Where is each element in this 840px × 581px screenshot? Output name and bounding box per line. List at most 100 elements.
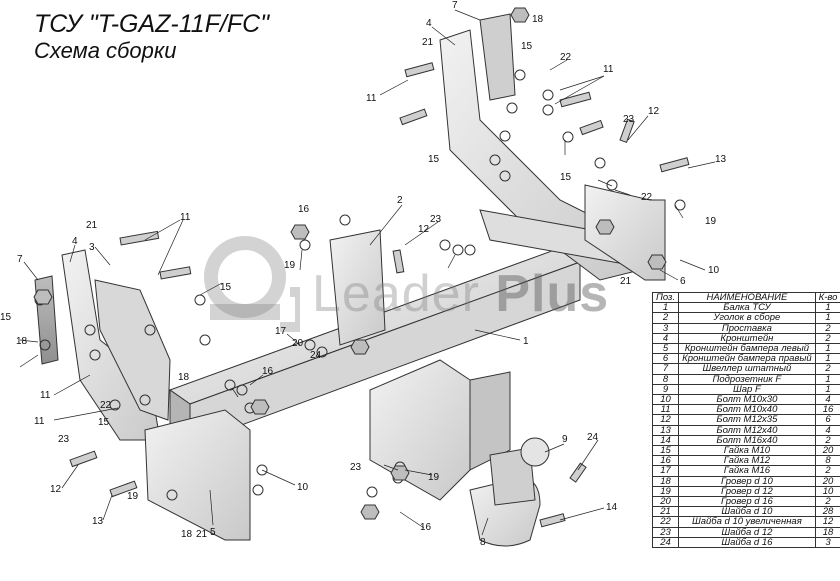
- cell-qty: 8: [814, 455, 840, 467]
- callout-21-bottom: 21: [196, 529, 208, 540]
- cell-pos: 9: [651, 383, 680, 396]
- callout-5: 5: [210, 527, 216, 538]
- callout-9: 9: [562, 434, 568, 445]
- cell-pos: 19: [651, 485, 680, 498]
- cell-pos: 15: [651, 445, 680, 457]
- cell-name: Проставка: [678, 322, 816, 334]
- cell-qty: 18: [814, 526, 840, 538]
- callout-4-right: 4: [426, 18, 432, 29]
- callout-17: 17: [275, 326, 287, 337]
- cell-qty: 1: [814, 373, 840, 385]
- callout-16: 16: [298, 204, 310, 215]
- cell-name: Подрозетник F: [678, 373, 816, 385]
- cell-pos: 21: [651, 506, 680, 518]
- watermark-text: Leader Plus: [312, 265, 610, 323]
- cell-pos: 18: [651, 475, 680, 487]
- callout-13-right: 13: [715, 154, 727, 165]
- cell-qty: 3: [814, 536, 840, 549]
- cell-pos: 24: [651, 536, 680, 549]
- cell-name: Шайба d 12: [678, 526, 816, 538]
- title-block: ТСУ "T-GAZ-11F/FC" Схема сборки: [34, 10, 269, 64]
- col-header-qty: К-во: [814, 291, 840, 304]
- callout-16-mid: 16: [262, 366, 274, 377]
- cell-pos: 2: [651, 312, 680, 324]
- callout-24: 24: [310, 350, 322, 361]
- cell-qty: 2: [814, 465, 840, 477]
- callout-15-left: 15: [0, 312, 12, 323]
- cell-name: Гайка М10: [678, 445, 816, 457]
- callout-20: 20: [292, 338, 304, 349]
- callout-1: 1: [523, 336, 529, 347]
- cell-name: Гровер d 12: [678, 485, 816, 498]
- callout-19-left: 19: [127, 491, 139, 502]
- callout-19-right: 19: [705, 216, 717, 227]
- cell-name: Болт М12х35: [678, 414, 816, 426]
- cell-pos: 23: [651, 526, 680, 538]
- bracket-left: [61, 249, 171, 441]
- cell-qty: 1: [814, 343, 840, 355]
- cell-pos: 17: [651, 465, 680, 477]
- callout-24-right: 24: [587, 432, 599, 443]
- cell-pos: 14: [651, 434, 680, 447]
- drawing-title: ТСУ "T-GAZ-11F/FC": [34, 10, 270, 38]
- cell-qty: 20: [814, 445, 840, 457]
- cell-qty: 12: [814, 516, 840, 528]
- cell-pos: 7: [651, 363, 680, 375]
- cell-name: Шайба d 10 увеличенная: [678, 516, 816, 528]
- callout-15-right: 15: [560, 172, 572, 183]
- callout-22-mid: 22: [100, 400, 112, 411]
- callout-12-mid: 12: [418, 224, 430, 235]
- callout-23-left: 23: [58, 434, 70, 445]
- callout-11-right: 11: [603, 64, 614, 75]
- cell-qty: 1: [814, 353, 840, 365]
- channel-left: [34, 275, 59, 365]
- cell-qty: 2: [814, 322, 840, 334]
- watermark-logo-icon: [204, 236, 300, 332]
- cell-name: Гровер d 10: [678, 475, 816, 487]
- cell-name: Гайка М12: [678, 455, 816, 467]
- cell-name: Гайка М16: [678, 465, 816, 477]
- cell-name: Кронштейн бампера правый: [678, 353, 816, 365]
- callout-19: 19: [284, 260, 296, 271]
- callout-4: 4: [72, 236, 78, 247]
- cell-qty: 2: [814, 496, 840, 508]
- callout-13: 13: [92, 516, 104, 527]
- callout-21-right: 21: [620, 276, 632, 287]
- callout-11-left: 11: [180, 212, 191, 223]
- callout-6: 6: [680, 276, 686, 287]
- cell-qty: 4: [814, 394, 840, 406]
- callout-21-top: 21: [422, 37, 434, 48]
- callout-15-top: 15: [428, 154, 440, 165]
- callout-21-left: 21: [86, 220, 98, 231]
- cell-qty: 28: [814, 506, 840, 518]
- cell-name: Шайба d 10: [678, 506, 816, 518]
- cell-name: Гровер d 16: [678, 496, 816, 508]
- tow-ball: [489, 437, 550, 506]
- cell-pos: 3: [651, 322, 680, 334]
- cell-qty: 10: [814, 485, 840, 498]
- cell-pos: 13: [651, 424, 680, 436]
- cell-name: Уголок в сборе: [678, 312, 816, 324]
- callout-18-left: 18: [16, 336, 28, 347]
- cell-name: Кронштейн бампера левый: [678, 343, 816, 355]
- cell-name: Болт М10х40: [678, 404, 816, 416]
- callout-15-top2: 15: [521, 41, 533, 52]
- bumper-bracket-left: [144, 409, 251, 541]
- bumper-bracket-right: [584, 184, 666, 281]
- callout-23: 23: [430, 214, 442, 225]
- cell-pos: 4: [651, 332, 680, 345]
- cell-name: Болт М10х30: [678, 394, 816, 406]
- callout-18-bottom: 18: [181, 529, 193, 540]
